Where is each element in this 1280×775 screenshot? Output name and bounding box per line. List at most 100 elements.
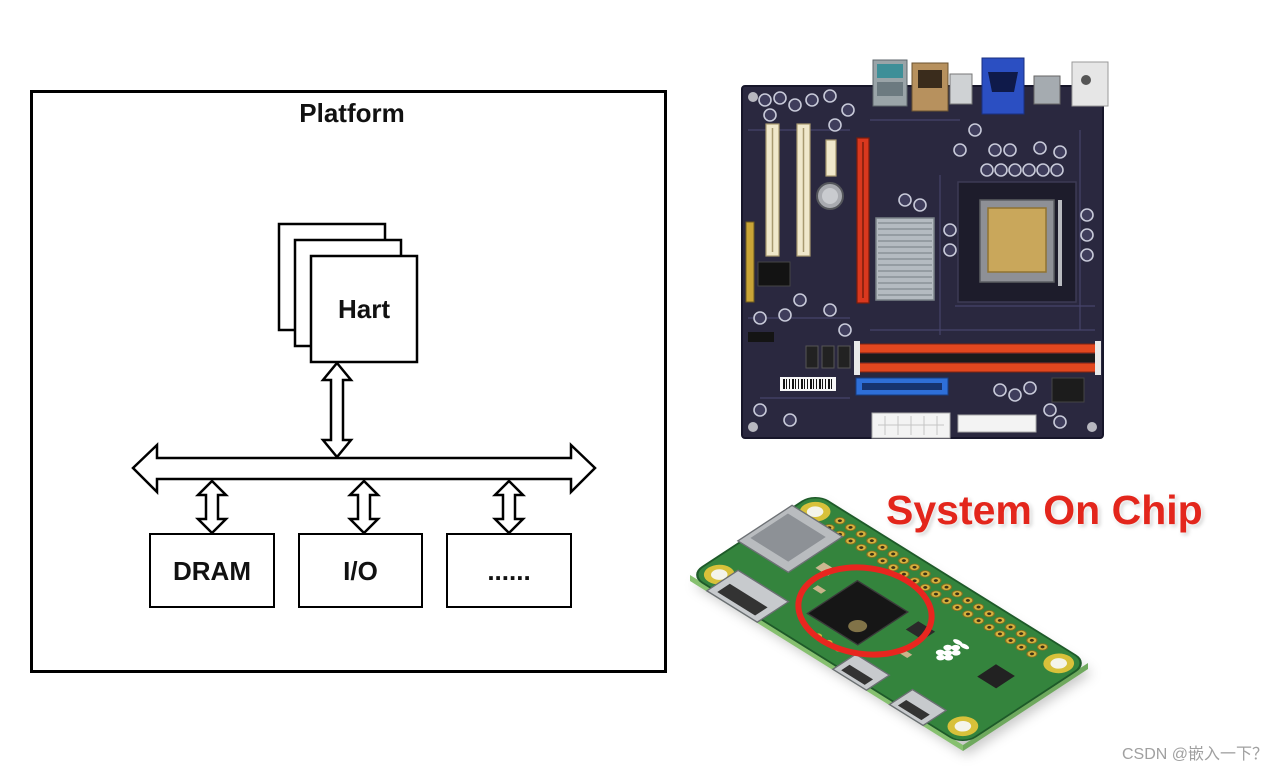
gpio-header xyxy=(823,517,1049,658)
logo-berry xyxy=(951,649,961,656)
capacitor xyxy=(758,93,772,107)
barcode-stripe xyxy=(804,379,805,389)
ram-slot xyxy=(857,362,1099,373)
cpu-socket-contact-plate xyxy=(987,207,1047,273)
soc-chip xyxy=(806,579,910,646)
logo-berry xyxy=(943,650,953,656)
barcode-stripe xyxy=(789,379,790,389)
gpio-pad-hole xyxy=(987,625,992,629)
gpio-pad-hole xyxy=(933,592,939,596)
capacitor xyxy=(1080,248,1094,262)
mounting-hole-center xyxy=(806,506,824,518)
sata-port xyxy=(821,345,835,369)
gpio-pad-hole xyxy=(859,546,864,549)
motherboard-io-panel xyxy=(872,57,1109,115)
capacitor xyxy=(943,223,957,237)
other-device-box: ...... xyxy=(446,533,572,608)
capacitor xyxy=(1043,403,1057,417)
capacitor xyxy=(1050,163,1064,177)
logo-leaf xyxy=(953,639,963,646)
gpio-pad-hole xyxy=(955,592,960,596)
capacitor xyxy=(1003,143,1017,157)
gpio-pad-hole xyxy=(923,586,928,589)
barcode-stripe xyxy=(807,379,808,389)
capacitor xyxy=(1033,141,1047,155)
logo-berry xyxy=(943,644,953,651)
vga-port-opening xyxy=(988,72,1018,92)
io-bus-double-arrow xyxy=(346,479,382,535)
pin-header xyxy=(745,221,755,303)
mounting-hole-center xyxy=(710,569,728,580)
atx-power-pins xyxy=(878,416,944,435)
capacitor xyxy=(823,89,837,103)
micro-usb-opening xyxy=(841,664,874,685)
capacitor xyxy=(1023,381,1037,395)
raspberry-pi-zero-photo xyxy=(690,496,1092,755)
mini-hdmi-opening xyxy=(717,583,768,616)
capacitor xyxy=(838,323,852,337)
logo-berry xyxy=(951,644,961,651)
component xyxy=(812,585,827,594)
mounting-hole-center xyxy=(954,720,972,732)
gpio-pad-hole xyxy=(933,579,938,582)
capacitor xyxy=(913,198,927,212)
capacitor xyxy=(805,93,819,107)
capacitor xyxy=(753,403,767,417)
gpio-pad-hole xyxy=(848,539,853,543)
gpio-pad-hole xyxy=(944,585,949,589)
soc-chip-reflection xyxy=(848,620,868,633)
ram-latch xyxy=(854,341,860,375)
capacitor xyxy=(1053,415,1067,429)
capacitor xyxy=(980,163,994,177)
gpio-pad-hole xyxy=(912,579,917,583)
gpio-pad-hole xyxy=(965,599,970,602)
capacitor xyxy=(828,118,842,132)
gpio-pad-hole xyxy=(848,526,853,529)
chipset-heatsink xyxy=(875,217,935,301)
capacitor xyxy=(841,103,855,117)
barcode-stripe xyxy=(825,379,826,389)
pin-header xyxy=(748,332,774,342)
sata-port xyxy=(805,345,819,369)
dram-box: DRAM xyxy=(149,533,275,608)
capacitor xyxy=(773,91,787,105)
barcode-stripe xyxy=(813,379,814,389)
gpio-pad-hole xyxy=(1008,639,1013,642)
other-bus-double-arrow xyxy=(491,479,527,535)
gpio-pad-hole xyxy=(976,619,981,622)
mounting-hole xyxy=(1087,422,1097,432)
gpio-pad-hole xyxy=(944,599,949,603)
mounting-hole-center xyxy=(1050,658,1067,669)
gpio-pad-hole xyxy=(987,612,992,616)
gpio-pad-hole xyxy=(1019,632,1024,635)
capacitor xyxy=(788,98,802,112)
dram-bus-double-arrow xyxy=(194,479,230,535)
logo-leaf xyxy=(959,643,970,650)
gpio-pad-hole xyxy=(955,606,960,609)
gpio-pad-hole xyxy=(1029,638,1034,642)
capacitor xyxy=(993,383,1007,397)
logo-berry xyxy=(936,654,946,661)
usb-port xyxy=(1033,75,1061,105)
barcode-stripe xyxy=(798,379,799,389)
fdd-connector xyxy=(957,414,1037,433)
barcode-stripe xyxy=(801,379,803,389)
capacitor xyxy=(988,143,1002,157)
capacitor xyxy=(1053,145,1067,159)
barcode-stripe xyxy=(810,379,812,389)
ps2-port-top xyxy=(877,64,903,78)
platform-title: Platform xyxy=(299,98,405,128)
gpio-pad-hole xyxy=(997,632,1003,636)
sata-port xyxy=(837,345,851,369)
usb-port xyxy=(949,73,973,105)
capacitor xyxy=(778,308,792,322)
mounting-hole xyxy=(748,92,758,102)
capacitor xyxy=(1022,163,1036,177)
gpio-pad-hole xyxy=(891,552,896,556)
capacitor xyxy=(968,123,982,137)
capacitor xyxy=(793,293,807,307)
watermark: CSDN @嵌入一下？ xyxy=(1121,746,1268,763)
capacitors xyxy=(753,89,1094,429)
gpio-pad-hole xyxy=(923,572,928,576)
